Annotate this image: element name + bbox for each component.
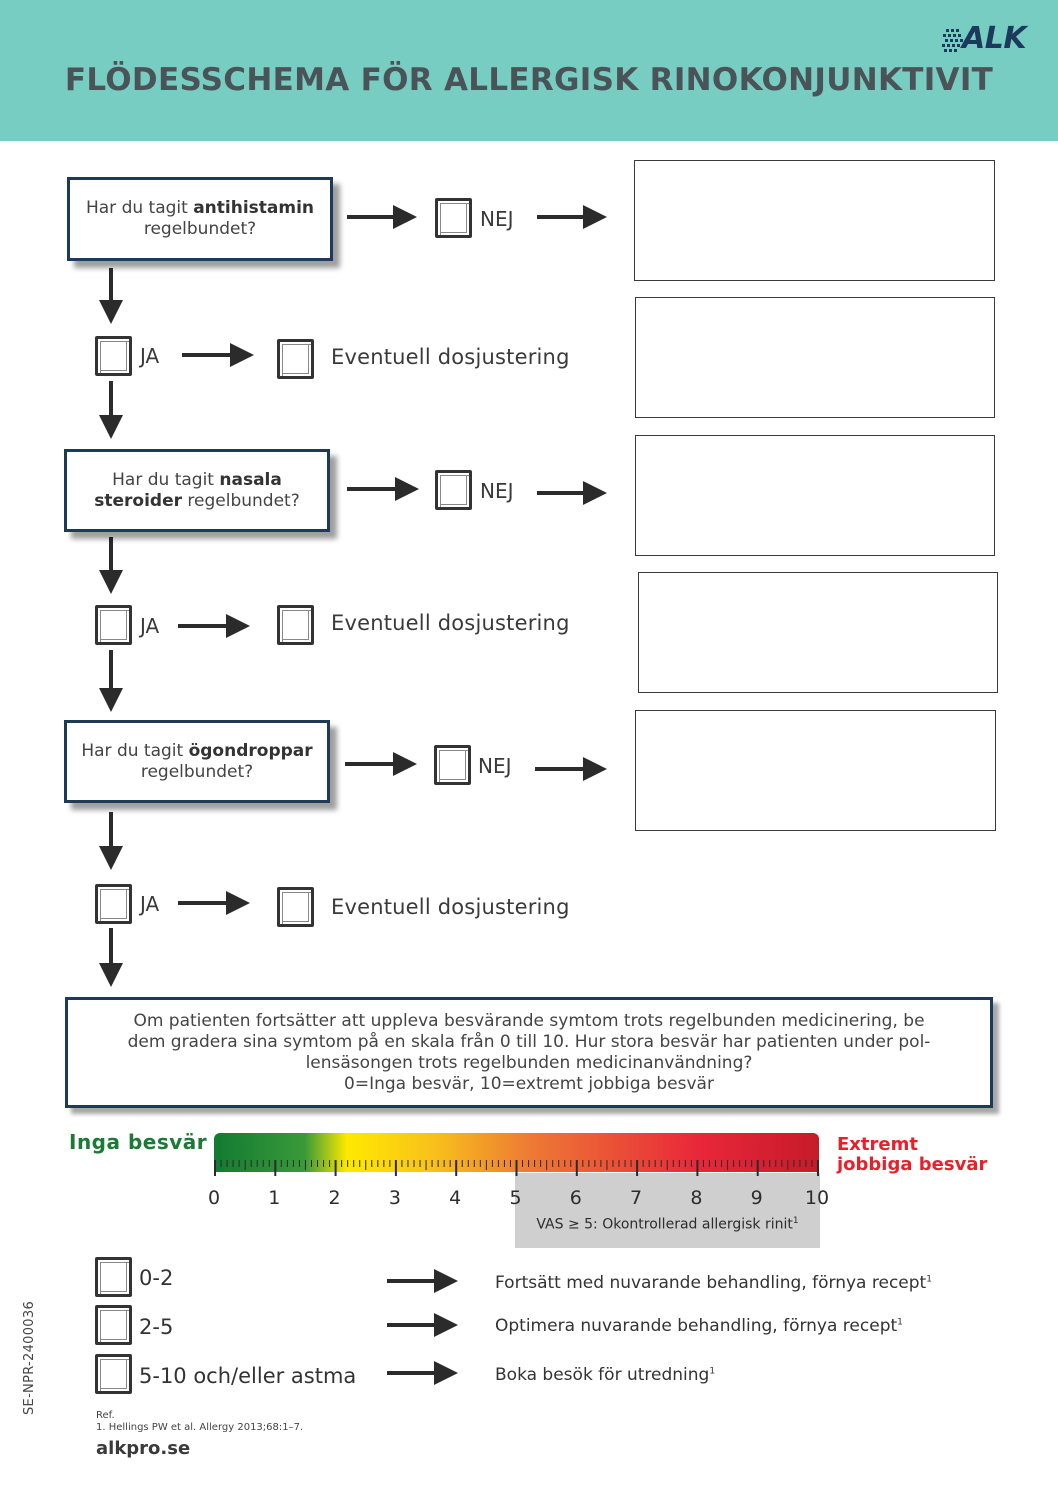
checkbox-nej-3[interactable]	[434, 745, 471, 785]
scale-number: 10	[804, 1187, 830, 1209]
label-ja: JA	[140, 892, 160, 916]
website-link[interactable]: alkpro.se	[96, 1438, 191, 1459]
recommendation-action: Fortsätt med nuvarande behandling, förny…	[495, 1273, 927, 1293]
recommendation-text: Optimera nuvarande behandling, förnya re…	[495, 1316, 903, 1336]
page-title: FLÖDESSCHEMA FÖR ALLERGISK RINOKONJUNKTI…	[64, 62, 994, 98]
answer-box-1[interactable]	[634, 160, 995, 281]
label-dosjustering: Eventuell dosjustering	[331, 345, 570, 369]
label-nej: NEJ	[480, 207, 514, 231]
question-text: regelbundet?	[140, 761, 254, 782]
checkbox-dosjustering-3[interactable]	[277, 887, 314, 927]
question-box-eye-drops: Har du tagit ögondroppar regelbundet?	[64, 720, 330, 803]
question-text: regelbundet?	[143, 219, 257, 239]
question-keyword: ögondroppar	[188, 740, 313, 761]
uncontrolled-zone	[515, 1173, 820, 1248]
scale-number: 4	[449, 1187, 462, 1209]
scale-low-label: Inga besvär	[69, 1130, 208, 1154]
checkbox-nej-1[interactable]	[435, 198, 472, 238]
vas-instruction-box: Om patienten fortsätter att uppleva besv…	[65, 997, 993, 1108]
instruction-line: lensäsongen trots regelbunden medicinanv…	[305, 1053, 753, 1073]
question-text: Har du tagit	[81, 740, 189, 761]
footnote-mark: 1	[792, 1216, 799, 1226]
scale-number: 1	[268, 1187, 281, 1209]
answer-box-5[interactable]	[635, 710, 996, 831]
question-keyword: antihistamin	[193, 198, 315, 218]
checkbox-nej-2[interactable]	[435, 470, 472, 510]
range-label: 0-2	[139, 1266, 174, 1290]
footnote-mark: 1	[709, 1366, 716, 1377]
logo-mark-icon	[942, 29, 963, 52]
range-label: 2-5	[139, 1315, 174, 1339]
reference-text: 1. Hellings PW et al. Allergy 2013;68:1–…	[96, 1422, 304, 1433]
footnote-mark: 1	[926, 1274, 932, 1285]
answer-box-3[interactable]	[635, 435, 995, 556]
scale-number: 0	[207, 1187, 221, 1209]
scale-high-label-line: Extremt	[837, 1134, 918, 1155]
checkbox-dosjustering-2[interactable]	[277, 605, 314, 645]
question-keyword: steroider	[94, 490, 182, 511]
question-box-antihistamine: Har du tagit antihistamin regelbundet?	[67, 177, 333, 261]
vas-ticks	[214, 1160, 819, 1176]
alk-logo: ALK	[942, 21, 1037, 56]
checkbox-range-2-5[interactable]	[95, 1305, 132, 1345]
scale-high-label-line: jobbiga besvär	[837, 1154, 988, 1175]
label-ja: JA	[140, 614, 160, 638]
document-code: SE-NPR-2400036	[22, 1300, 37, 1415]
recommendation-text: Boka besök för utredning1	[495, 1365, 715, 1385]
checkbox-ja-3[interactable]	[95, 884, 132, 924]
instruction-line: dem gradera sina symtom på en skala från…	[127, 1032, 931, 1052]
scale-number: 9	[750, 1187, 763, 1209]
label-nej: NEJ	[478, 754, 512, 778]
footnote-mark: 1	[897, 1317, 903, 1328]
checkbox-ja-1[interactable]	[95, 336, 132, 376]
instruction-line: 0=Inga besvär, 10=extremt jobbiga besvär	[344, 1074, 714, 1094]
question-text: Har du tagit	[85, 198, 194, 218]
label-dosjustering: Eventuell dosjustering	[331, 895, 570, 919]
scale-high-label: Extremt jobbiga besvär	[837, 1135, 987, 1175]
vas-threshold-note: VAS ≥ 5: Okontrollerad allergisk rinit1	[515, 1216, 820, 1233]
question-keyword: nasala	[219, 469, 282, 490]
label-nej: NEJ	[480, 479, 514, 503]
range-label: 5-10 och/eller astma	[139, 1364, 357, 1388]
question-text: Har du tagit	[112, 469, 220, 490]
label-dosjustering: Eventuell dosjustering	[331, 611, 570, 635]
checkbox-dosjustering-1[interactable]	[277, 339, 314, 379]
vas-note-text: VAS ≥ 5: Okontrollerad allergisk rinit	[536, 1216, 793, 1233]
checkbox-ja-2[interactable]	[95, 605, 132, 645]
scale-number: 2	[328, 1187, 341, 1209]
scale-number: 6	[569, 1187, 582, 1209]
scale-number: 5	[509, 1187, 522, 1209]
references: Ref. 1. Hellings PW et al. Allergy 2013;…	[96, 1410, 303, 1434]
scale-number: 7	[630, 1187, 643, 1209]
answer-box-4[interactable]	[638, 572, 998, 693]
recommendation-text: Fortsätt med nuvarande behandling, förny…	[495, 1273, 932, 1293]
checkbox-range-0-2[interactable]	[95, 1257, 132, 1297]
answer-box-2[interactable]	[635, 297, 995, 418]
header-banner	[0, 0, 1058, 141]
instruction-line: Om patienten fortsätter att uppleva besv…	[133, 1011, 925, 1031]
reference-title: Ref.	[96, 1410, 115, 1421]
recommendation-action: Boka besök för utredning	[495, 1365, 710, 1385]
logo-text: ALK	[962, 21, 1027, 56]
label-ja: JA	[140, 344, 160, 368]
question-box-nasal-steroids: Har du tagit nasala steroider regelbunde…	[64, 449, 330, 532]
recommendation-action: Optimera nuvarande behandling, förnya re…	[495, 1316, 898, 1336]
scale-number: 3	[388, 1187, 401, 1209]
checkbox-range-5-10[interactable]	[95, 1354, 132, 1394]
scale-number: 8	[690, 1187, 703, 1209]
question-text: regelbundet?	[182, 490, 300, 511]
